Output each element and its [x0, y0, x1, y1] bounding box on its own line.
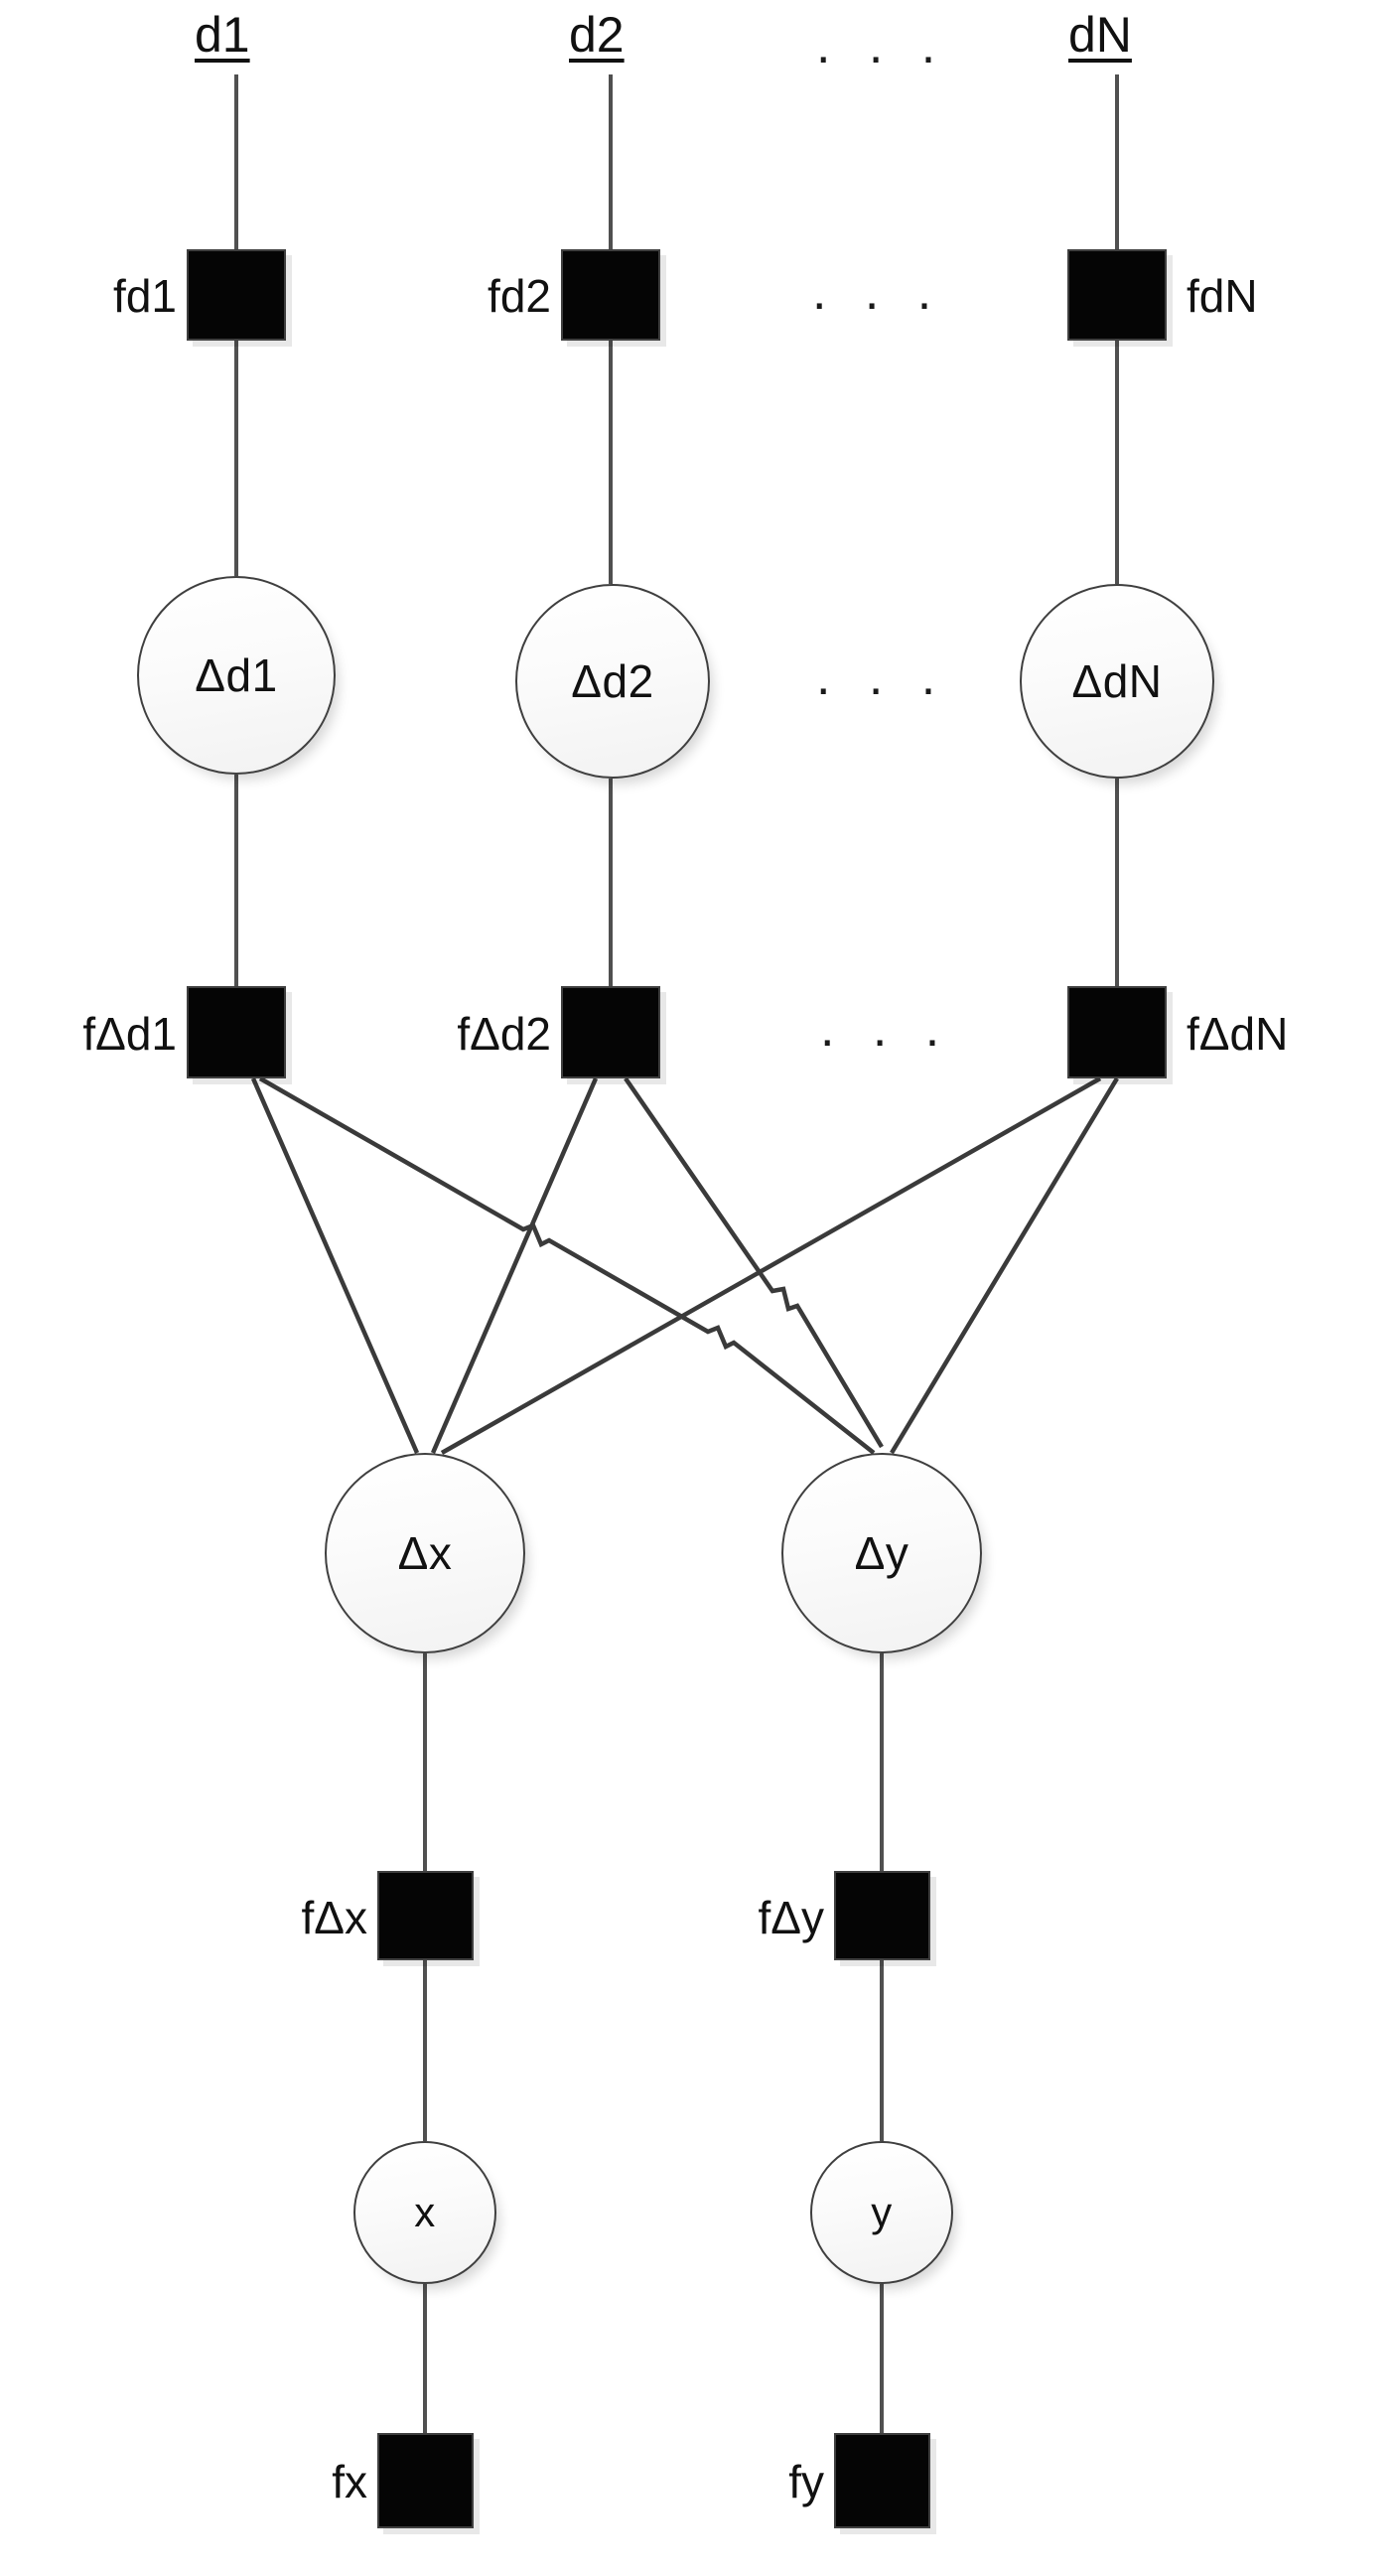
factor-label-f-delta-d2: fΔd2 [457, 1008, 551, 1060]
factor-fd1[interactable] [187, 249, 286, 341]
edge-fDd2-Dx [430, 1077, 599, 1454]
factor-label-fx: fx [332, 2456, 367, 2507]
top-label-dN: dN [1068, 7, 1132, 63]
factor-fx[interactable] [377, 2433, 474, 2528]
factor-fdN[interactable] [1067, 249, 1167, 341]
variable-delta-d1[interactable]: Δd1 [137, 576, 336, 775]
factor-label-f-delta-d1: fΔd1 [82, 1008, 177, 1060]
edge-fDdN-Dx [440, 1076, 1102, 1455]
variable-label-y: y [871, 2189, 893, 2235]
factor-f-delta-y[interactable] [834, 1871, 930, 1960]
factor-f-delta-x[interactable] [377, 1871, 474, 1960]
variable-label-delta-d1: Δd1 [195, 649, 278, 701]
ellipsis-prior-factor-row: . . . [812, 263, 944, 321]
variable-delta-d2[interactable]: Δd2 [515, 584, 710, 779]
variable-label-delta-x: Δx [397, 1527, 453, 1579]
factor-label-fd2: fd2 [488, 270, 551, 322]
variable-y[interactable]: y [810, 2141, 953, 2284]
variable-delta-x[interactable]: Δx [325, 1453, 525, 1653]
edge-fDd1-Dx [250, 1077, 420, 1454]
variable-x[interactable]: x [353, 2141, 496, 2284]
factor-fy[interactable] [834, 2433, 930, 2528]
top-label-d1: d1 [195, 7, 250, 63]
edge-fDdN-Dy [890, 1076, 1119, 1455]
variable-label-delta-d2: Δd2 [571, 655, 654, 707]
factor-f-delta-dN[interactable] [1067, 986, 1167, 1078]
factor-label-f-delta-x: fΔx [301, 1892, 367, 1943]
ellipsis-delta-d-row: . . . [816, 648, 948, 706]
factor-label-f-delta-dN: fΔdN [1187, 1008, 1289, 1060]
factor-fd2[interactable] [561, 249, 660, 341]
edge-fDd2-Dy [624, 1076, 884, 1449]
factor-f-delta-d2[interactable] [561, 986, 660, 1078]
variable-delta-dN[interactable]: ΔdN [1020, 584, 1214, 779]
variable-label-delta-dN: ΔdN [1071, 655, 1163, 707]
top-label-d2: d2 [569, 7, 625, 63]
factor-f-delta-d1[interactable] [187, 986, 286, 1078]
factor-label-fdN: fdN [1187, 270, 1258, 322]
edge-fDd1-Dy [258, 1076, 876, 1455]
ellipsis-delta-d-factor-row: . . . [820, 1000, 952, 1058]
ellipsis-top: . . . [816, 17, 948, 74]
factor-label-fd1: fd1 [113, 270, 177, 322]
variable-label-x: x [414, 2189, 436, 2235]
factor-label-f-delta-y: fΔy [758, 1892, 824, 1943]
variable-label-delta-y: Δy [854, 1527, 909, 1579]
variable-delta-y[interactable]: Δy [781, 1453, 982, 1653]
factor-label-fy: fy [788, 2456, 824, 2507]
